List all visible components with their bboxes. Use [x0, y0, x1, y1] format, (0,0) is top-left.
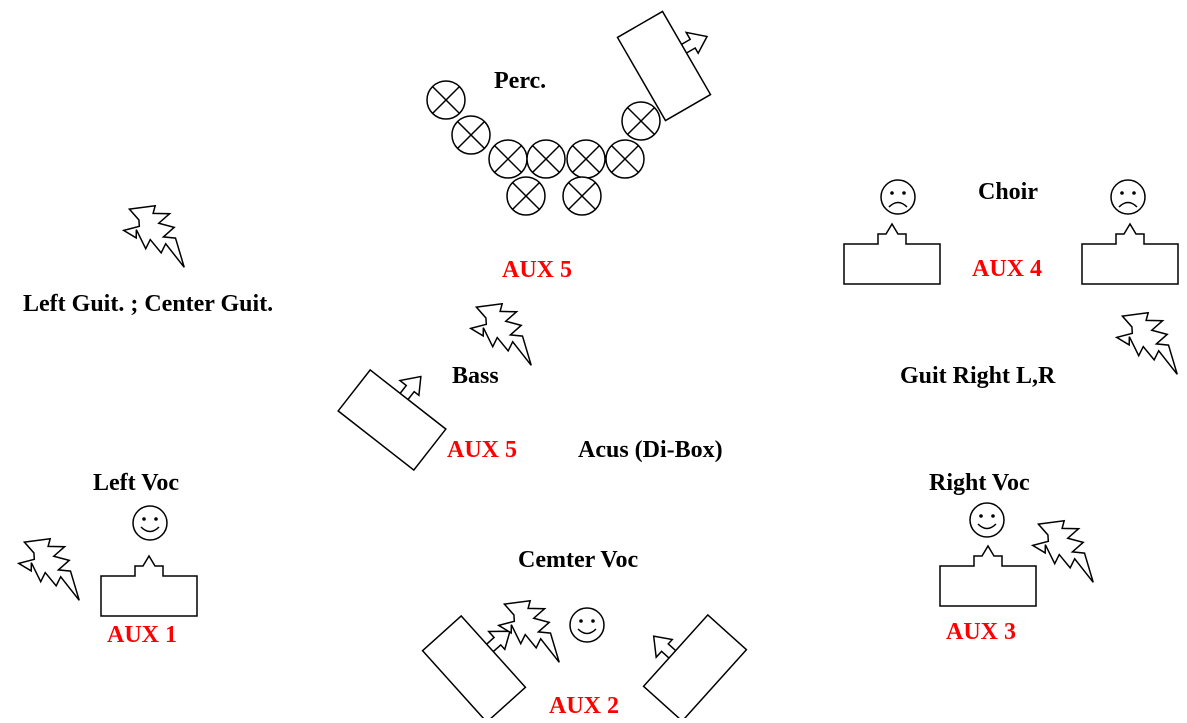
lightning-bolt-icon	[492, 593, 574, 664]
drum-icon	[621, 101, 661, 141]
aux-label-bass: AUX 5	[447, 437, 517, 463]
drum-icon	[426, 80, 466, 120]
amplifier-icon	[337, 348, 463, 471]
left-voc-label: Left Voc	[93, 470, 179, 496]
sad-face-icon	[880, 179, 916, 215]
choir-label: Choir	[978, 179, 1038, 205]
amplifier-icon	[623, 596, 748, 722]
guitars-left-center-label: Left Guit. ; Center Guit.	[23, 291, 273, 317]
acus-di-box-label: Acus (Di-Box)	[578, 437, 723, 463]
percussion-kit	[426, 80, 661, 216]
lightning-bolt-icon	[1026, 513, 1108, 584]
monitor-wedge-icon	[100, 555, 198, 617]
sad-face-icon	[1110, 179, 1146, 215]
aux-label-center: AUX 2	[549, 693, 619, 718]
aux-label-left: AUX 1	[107, 622, 177, 648]
guit-right-label: Guit Right L,R	[900, 363, 1056, 389]
drum-icon	[526, 139, 566, 179]
lightning-bolt-icon	[12, 531, 94, 602]
drum-icon	[562, 176, 602, 216]
aux-label-perc: AUX 5	[502, 257, 572, 283]
drum-icon	[566, 139, 606, 179]
smiley-face-icon	[132, 505, 168, 541]
lightning-bolt-icon	[464, 296, 546, 367]
drum-icon	[506, 176, 546, 216]
monitor-wedge-icon	[939, 545, 1037, 607]
drum-icon	[488, 139, 528, 179]
aux-label-right: AUX 3	[946, 619, 1016, 645]
monitor-wedge-icon	[843, 223, 941, 285]
bass-label: Bass	[452, 363, 499, 389]
smiley-face-icon	[969, 502, 1005, 538]
perc-label: Perc.	[494, 68, 546, 94]
smiley-face-icon	[569, 607, 605, 643]
center-voc-label: Cemter Voc	[518, 547, 639, 573]
drum-icon	[451, 115, 491, 155]
aux-label-choir: AUX 4	[972, 256, 1042, 282]
drum-icon	[605, 139, 645, 179]
lightning-bolt-icon	[117, 198, 199, 269]
monitor-wedge-icon	[1081, 223, 1179, 285]
right-voc-label: Right Voc	[929, 470, 1030, 496]
lightning-bolt-icon	[1110, 305, 1187, 376]
